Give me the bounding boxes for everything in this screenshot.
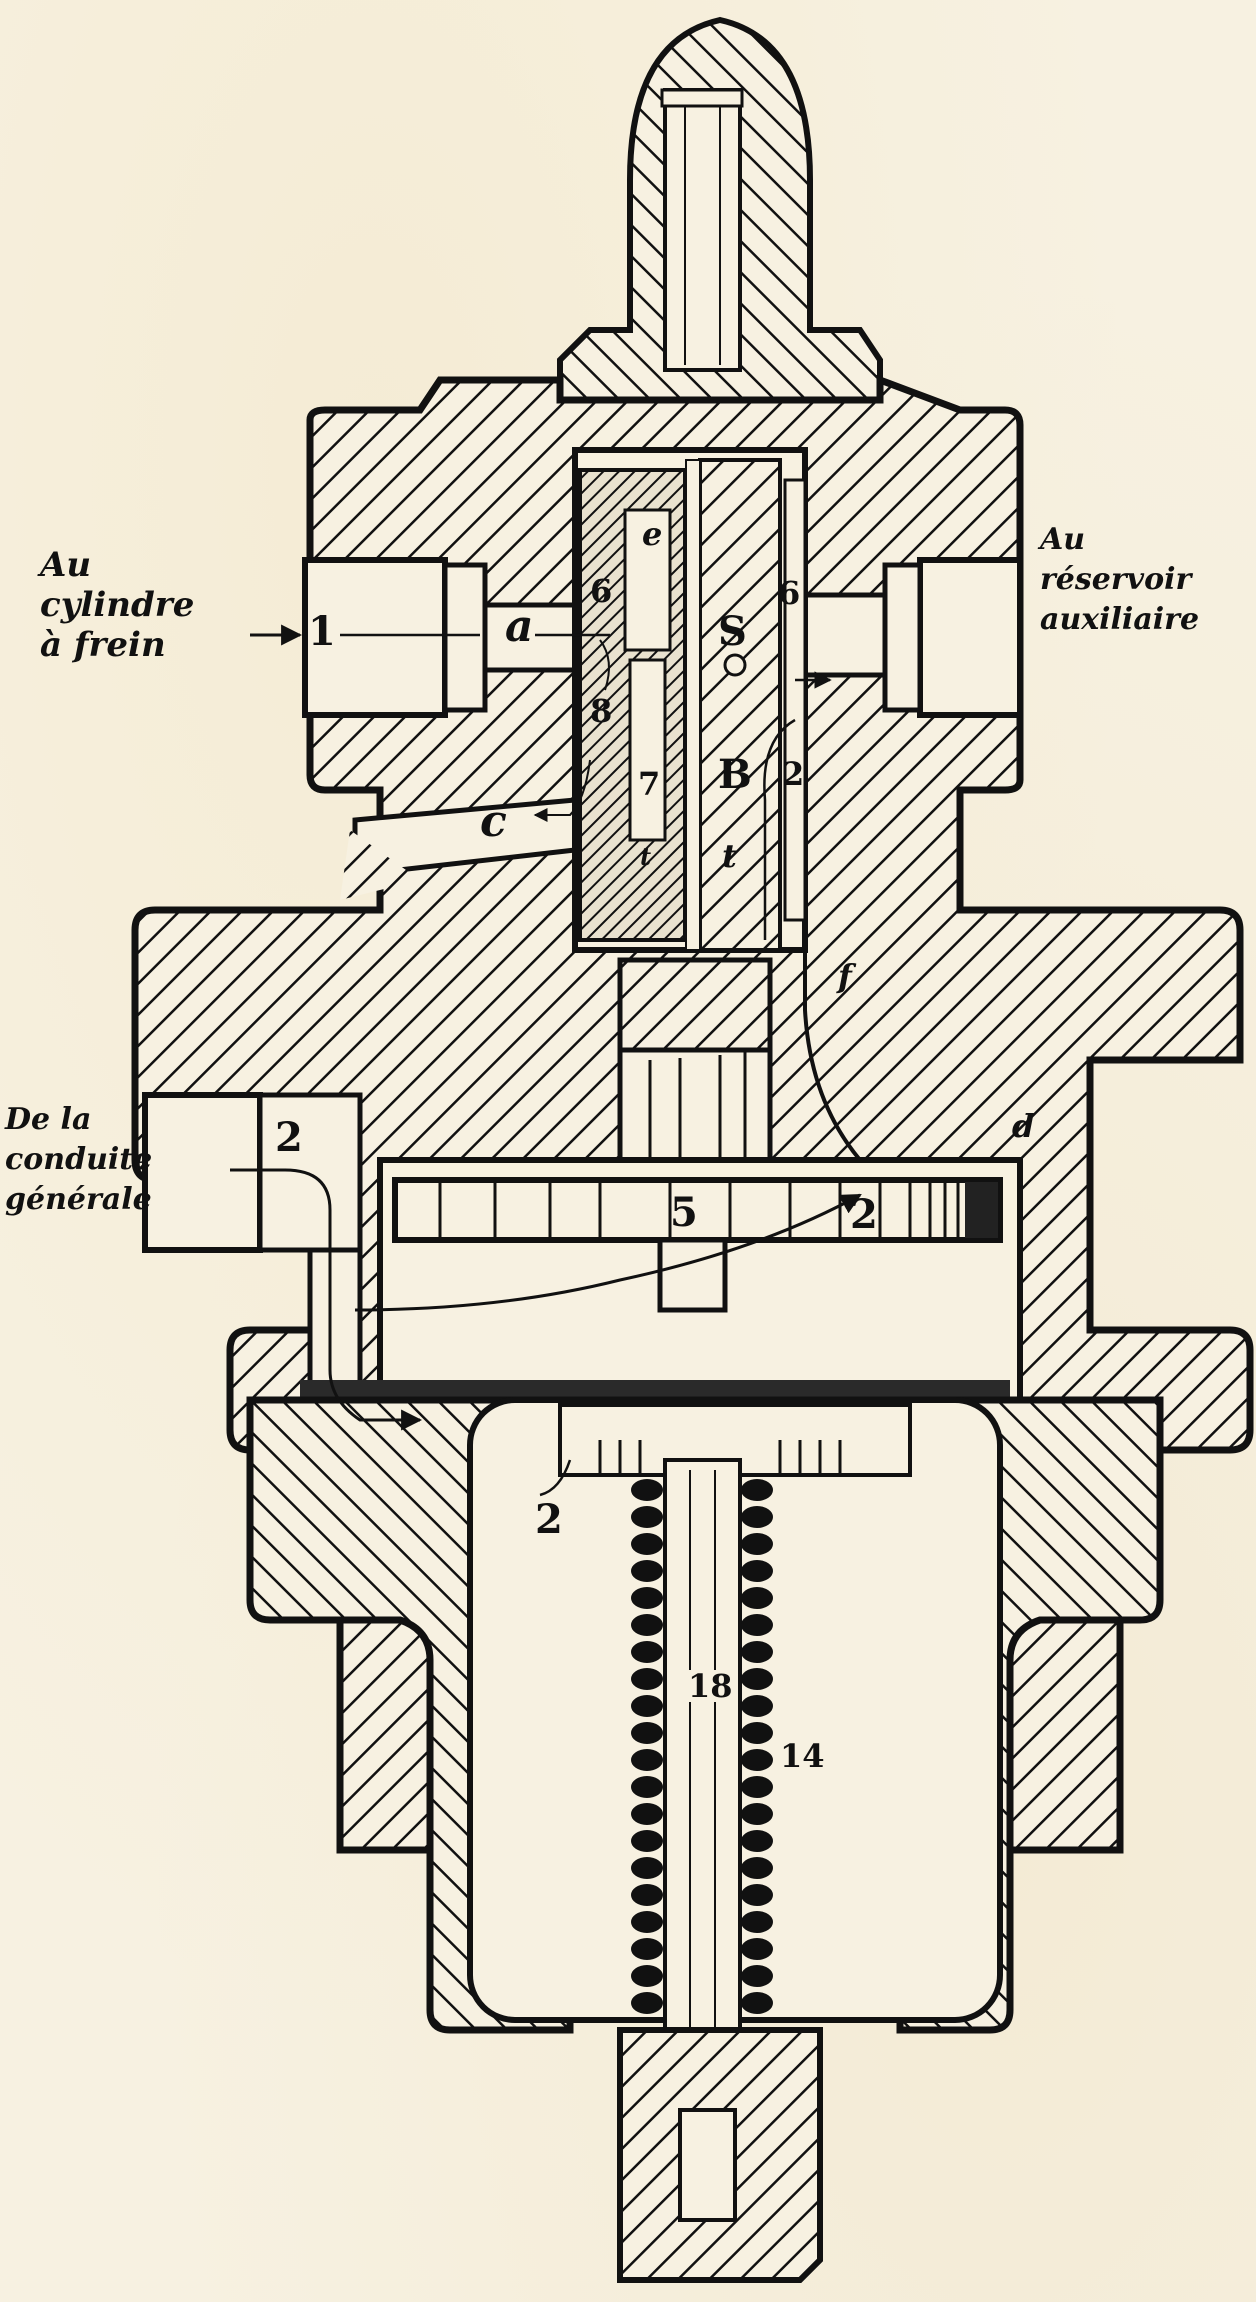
spring-coil	[631, 1722, 663, 1744]
label-slide-valve-s: S	[718, 608, 747, 655]
label-line: De la	[5, 1102, 92, 1137]
label-slide-valve-b: B	[718, 751, 752, 798]
slide-valve-stem	[698, 458, 782, 952]
spring-coil	[741, 1479, 773, 1501]
spring-coil	[741, 1587, 773, 1609]
spring-coil	[631, 1992, 663, 2014]
spring-coil	[631, 1587, 663, 1609]
label-line: Au	[40, 545, 92, 585]
label-line: cylindre	[40, 585, 195, 625]
spring-coil	[631, 1857, 663, 1879]
spring-coil	[631, 1965, 663, 1987]
spring-coil	[741, 1884, 773, 1906]
spring-coil	[631, 1776, 663, 1798]
piston-stem-block	[617, 957, 773, 1063]
spring-coil	[741, 1533, 773, 1555]
spring-coil	[631, 1803, 663, 1825]
label-letter-d: d	[1012, 1107, 1035, 1145]
label-letter-t-small: t	[640, 842, 652, 871]
label-piston-5: 5	[670, 1189, 698, 1236]
spring-coil	[741, 1668, 773, 1690]
graduating-stem	[663, 1458, 742, 2122]
label-letter-t: t	[722, 837, 737, 875]
spring-coil	[631, 1506, 663, 1528]
label-spring-14: 14	[780, 1737, 825, 1775]
label-line: réservoir	[1040, 562, 1192, 597]
label-port-1: 1	[308, 608, 336, 655]
spring-coil	[631, 1533, 663, 1555]
label-num-6: 6	[778, 574, 801, 612]
spring-coil	[631, 1830, 663, 1852]
spring-coil	[741, 1938, 773, 1960]
spring-coil	[741, 1722, 773, 1744]
spring-coil	[631, 1911, 663, 1933]
flow-arrow-2-inlet	[230, 1168, 423, 1431]
spring-coil	[741, 1965, 773, 1987]
flow-arrow-2-chamber	[354, 1193, 862, 1312]
label-passage-e: e	[642, 515, 663, 553]
upper-stem	[663, 88, 742, 372]
spring-coil	[631, 1668, 663, 1690]
label-flow-2-chamber: 2	[850, 1191, 878, 1238]
spring-coil	[631, 1884, 663, 1906]
spring-coil	[741, 1911, 773, 1933]
spring-coil	[741, 1776, 773, 1798]
spring-coil	[631, 1938, 663, 1960]
spring-14-coils	[631, 1479, 773, 2014]
label-num-8: 8	[590, 692, 613, 730]
label-flow-2-inlet: 2	[275, 1114, 303, 1161]
spring-coil	[741, 1749, 773, 1771]
label-flow-2-lower: 2	[535, 1496, 563, 1543]
label-passage-a: a	[505, 601, 534, 652]
flow-arrow-c	[533, 759, 591, 822]
label-num-2-valve: 2	[782, 755, 805, 793]
spring-coil	[631, 1641, 663, 1663]
label-main-pipe: De la conduite générale	[5, 1100, 152, 1220]
label-num-6-left: 6	[590, 572, 613, 610]
spring-coil	[631, 1614, 663, 1636]
spring-coil	[741, 1560, 773, 1582]
label-line: générale	[5, 1182, 152, 1217]
spring-coil	[631, 1560, 663, 1582]
label-brake-cylinder: Au cylindre à frein	[40, 545, 194, 665]
aux-reservoir-port	[917, 557, 1023, 718]
spring-coil	[741, 1857, 773, 1879]
spring-coil	[741, 1641, 773, 1663]
spring-coil	[631, 1479, 663, 1501]
feed-groove	[803, 950, 862, 1162]
label-passage-c: c	[480, 796, 507, 847]
spring-coil	[741, 1695, 773, 1717]
label-letter-f: f	[838, 957, 852, 995]
label-num-7: 7	[638, 765, 661, 803]
label-line: conduite	[5, 1142, 153, 1177]
spring-coil	[741, 1614, 773, 1636]
label-line: auxiliaire	[1040, 602, 1200, 637]
spring-coil	[741, 1992, 773, 2014]
spring-coil	[631, 1695, 663, 1717]
spring-coil	[741, 1506, 773, 1528]
label-stem-18: 18	[688, 1667, 733, 1705]
main-pipe-port	[142, 1092, 263, 1253]
spring-coil	[741, 1803, 773, 1825]
brake-cylinder-port	[302, 557, 448, 718]
label-line: Au	[1040, 522, 1086, 557]
label-line: à frein	[40, 625, 166, 665]
spring-coil	[631, 1749, 663, 1771]
label-aux-reservoir: Au réservoir auxiliaire	[1040, 520, 1199, 640]
spring-coil	[741, 1830, 773, 1852]
